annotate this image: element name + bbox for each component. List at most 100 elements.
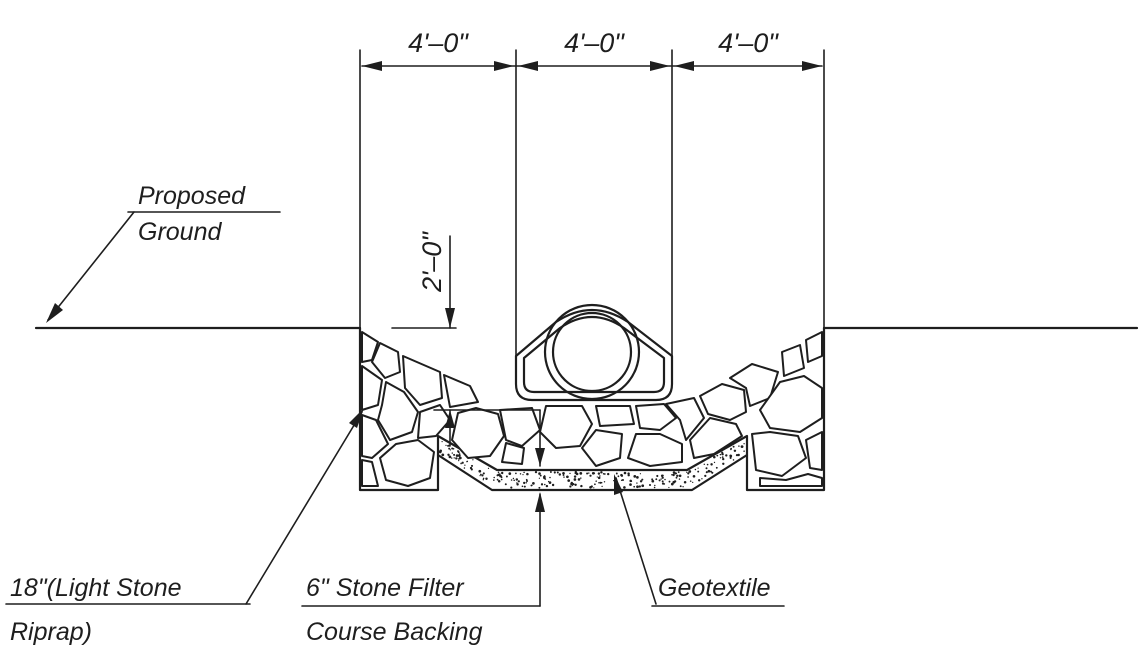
filter-stipple-dot: [466, 460, 469, 463]
filter-stipple-dot: [707, 469, 711, 473]
depth-dimension-label: 2'–0": [417, 231, 447, 293]
filter-stipple-dot: [569, 472, 571, 475]
filter-stipple-dot: [687, 472, 690, 475]
filter-stipple-dot: [553, 471, 556, 474]
filter-stipple-dot: [510, 486, 513, 489]
filter-stipple-dot: [719, 457, 722, 459]
filter-stipple-dot: [448, 447, 451, 450]
filter-stipple-dot: [487, 467, 490, 470]
pipe-assembly: [514, 303, 674, 402]
filter-stipple-dot: [719, 453, 722, 456]
filter-stipple-dot: [629, 483, 631, 485]
width-dimension-middle: 4'–0": [564, 28, 625, 58]
filter-stipple-dot: [715, 466, 718, 469]
filter-stipple-dot: [519, 473, 522, 475]
filter-stipple-dot: [500, 478, 503, 481]
filter-stipple-dot: [558, 473, 562, 476]
filter-stipple-dot: [704, 474, 707, 478]
filter-stipple-dot: [636, 485, 639, 489]
filter-stipple-dot: [603, 481, 606, 483]
width-dimension-right: 4'–0": [718, 28, 779, 58]
filter-stipple-dot: [523, 485, 526, 488]
filter-stipple-dot: [563, 476, 565, 478]
filter-stipple-dot: [530, 484, 533, 487]
filter-stipple-dot: [470, 464, 474, 467]
filter-stipple-dot: [711, 471, 714, 474]
filter-stipple-dot: [636, 482, 638, 484]
filter-stipple-dot: [573, 478, 577, 481]
filter-stipple-dot: [599, 481, 602, 484]
filter-stipple-dot: [542, 477, 545, 479]
filter-stipple-dot: [547, 480, 550, 483]
filter-stipple-dot: [453, 457, 455, 459]
filter-stipple-dot: [697, 467, 699, 469]
filter-stipple-dot: [453, 453, 456, 456]
filter-stipple-dot: [481, 474, 484, 477]
filter-stipple-dot: [569, 485, 572, 488]
filter-stipple-dot: [594, 483, 596, 486]
filter-stipple-dot: [686, 471, 688, 473]
filter-stipple-dot: [510, 479, 513, 481]
filter-stipple-dot: [596, 476, 598, 478]
filter-stipple-dot: [457, 451, 460, 454]
filter-stipple-dot: [562, 474, 565, 476]
filter-stipple-dot: [692, 474, 696, 478]
filter-stipple-dot: [451, 447, 454, 450]
width-dimension-left: 4'–0": [408, 28, 469, 58]
filter-stipple-dot: [729, 454, 733, 458]
filter-stipple-dot: [639, 480, 643, 483]
filter-stipple-dot: [721, 453, 724, 456]
filter-stipple-dot: [641, 478, 644, 481]
filter-thickness-indicator: [433, 409, 545, 467]
filter-stipple-dot: [573, 475, 577, 478]
filter-stipple-dot: [601, 485, 603, 488]
filter-stipple-dot: [522, 474, 524, 476]
filter-stipple-dot: [730, 448, 732, 451]
filter-stipple-dot: [525, 482, 528, 484]
filter-stipple-dot: [706, 463, 709, 466]
filter-stipple-dot: [549, 476, 551, 479]
riprap-label-line1: 18"(Light Stone: [10, 574, 182, 602]
geotextile-label: Geotextile: [658, 574, 771, 602]
filter-stipple-dot: [447, 453, 450, 456]
filter-stipple-dot: [463, 467, 466, 469]
filter-stipple-dot: [497, 473, 501, 476]
filter-stipple-dot: [633, 485, 636, 488]
filter-stipple-dot: [623, 471, 627, 475]
filter-stipple-dot: [713, 455, 716, 459]
filter-stipple-dot: [636, 476, 639, 479]
filter-stipple-dot: [593, 487, 595, 489]
filter-stipple-dot: [523, 481, 526, 485]
filter-stipple-dot: [539, 474, 542, 477]
filter-stipple-dot: [505, 475, 508, 478]
filter-stipple-dot: [562, 471, 565, 475]
filter-stipple-dot: [549, 471, 552, 473]
filter-stipple-dot: [556, 471, 559, 474]
filter-stipple-dot: [623, 486, 626, 489]
filter-stipple-dot: [540, 483, 544, 486]
filter-stipple-dot: [705, 467, 708, 470]
filter-stipple-dot: [496, 478, 499, 481]
filter-stipple-dot: [603, 473, 606, 475]
filter-stipple-dot: [716, 454, 719, 457]
filter-stipple-dot: [588, 472, 590, 474]
filter-stipple-dot: [480, 473, 482, 476]
filter-stipple-dot: [641, 484, 645, 488]
filter-stipple-dot: [595, 480, 597, 482]
filter-stipple-dot: [682, 486, 684, 488]
filter-stipple-dot: [589, 474, 592, 477]
filter-stipple-dot: [661, 480, 664, 483]
filter-stipple-dot: [551, 483, 555, 487]
filter-stipple-dot: [580, 477, 582, 479]
width-dimension-line: [361, 61, 823, 71]
filter-stipple-dot: [548, 481, 552, 484]
filter-stipple-dot: [737, 453, 740, 457]
filter-stipple-dot: [450, 457, 453, 459]
filter-stipple-dot: [721, 456, 724, 458]
filter-stipple-dot: [512, 477, 515, 480]
filter-stipple-dot: [598, 482, 600, 484]
filter-stipple-dot: [674, 472, 677, 475]
filter-stipple-dot: [705, 471, 708, 474]
depth-dimension: [391, 235, 457, 329]
